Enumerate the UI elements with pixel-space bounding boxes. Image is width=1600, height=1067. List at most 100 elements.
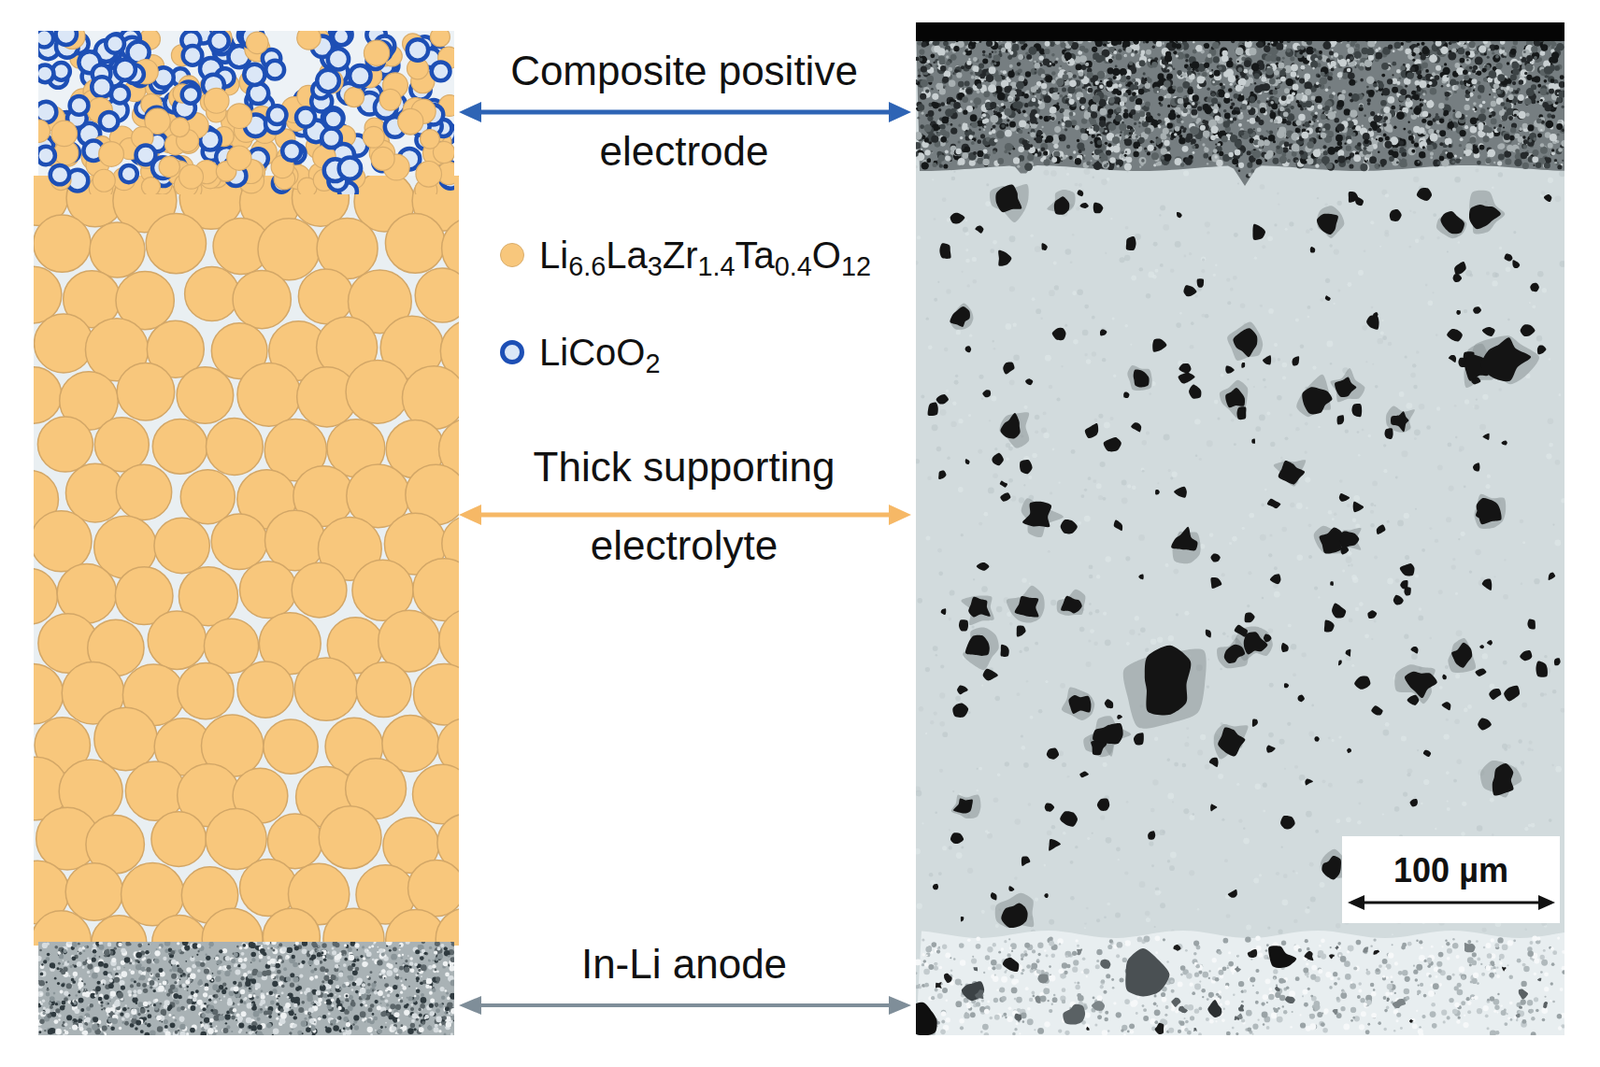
- grain-noise: [1282, 375, 1286, 380]
- anode-speck: [131, 997, 138, 1003]
- composite-particle: [339, 157, 361, 179]
- composite-particle: [92, 169, 115, 192]
- anode-speck: [425, 984, 430, 989]
- anode-speck: [281, 991, 285, 995]
- anode-speck: [311, 955, 317, 961]
- electrolyte-grain: [294, 657, 358, 721]
- anode-speck: [78, 952, 82, 956]
- anode-speck: [277, 945, 281, 949]
- anode-speck: [450, 1008, 457, 1015]
- anode-speck: [132, 989, 137, 994]
- anode-speck: [244, 980, 251, 986]
- anode-speck: [57, 962, 61, 966]
- anode-speck: [245, 1017, 252, 1024]
- anode-speck: [372, 942, 375, 944]
- anode-speck: [250, 952, 257, 958]
- anode-speck: [189, 1028, 196, 1034]
- anode-speck: [237, 1015, 243, 1022]
- anode-speck: [377, 1028, 383, 1034]
- anode-speck: [102, 963, 109, 970]
- electrolyte-grain: [232, 270, 291, 329]
- anode-speck: [161, 946, 164, 949]
- anode-speck: [284, 1011, 286, 1014]
- anode-speck: [285, 957, 288, 960]
- composite-particle: [297, 26, 321, 50]
- anode-speck: [66, 1014, 72, 1021]
- anode-speck: [338, 995, 341, 998]
- anode-speck: [328, 992, 334, 998]
- anode-speck: [152, 976, 157, 981]
- anode-speck: [111, 957, 116, 963]
- anode-speck: [336, 954, 343, 960]
- anode-speck: [154, 958, 160, 965]
- anode-speck: [103, 994, 110, 1000]
- anode-speck: [99, 956, 101, 958]
- anode-speck: [362, 1001, 365, 1004]
- anode-speck: [109, 1000, 112, 1002]
- composite-particle: [91, 76, 113, 98]
- anode-speck: [384, 983, 389, 988]
- anode-speck: [315, 1001, 320, 1006]
- anode-speck: [218, 1020, 221, 1023]
- anode-speck: [192, 998, 198, 1003]
- anode-speck: [411, 1003, 414, 1006]
- anode-speck: [91, 957, 97, 963]
- electrolyte-grain: [37, 416, 93, 472]
- grain-noise: [1273, 591, 1281, 599]
- anode-speck: [98, 997, 103, 1002]
- anode-speck: [392, 985, 398, 990]
- anode-speck: [137, 1001, 143, 1008]
- anode-speck: [420, 997, 428, 1004]
- anode-speck: [258, 955, 264, 960]
- anode-speck: [149, 980, 156, 986]
- anode-speck: [376, 951, 379, 954]
- anode-speck: [270, 1000, 275, 1006]
- anode-speck: [407, 1028, 415, 1035]
- anode-speck: [320, 951, 324, 955]
- anode-speck: [245, 1031, 248, 1034]
- anode-speck: [287, 1011, 291, 1015]
- anode-speck: [210, 1026, 214, 1029]
- anode-speck: [331, 946, 335, 950]
- anode-speck: [131, 961, 135, 965]
- electrolyte-grain: [413, 764, 473, 825]
- anode-speck: [325, 1026, 328, 1029]
- composite-particle: [36, 64, 55, 83]
- anode-speck: [136, 983, 142, 988]
- electrolyte-grain: [30, 511, 92, 572]
- anode-speck: [345, 995, 349, 999]
- anode-speck: [230, 1030, 233, 1033]
- anode-speck: [59, 1005, 65, 1011]
- anode-speck: [100, 1004, 104, 1008]
- anode-speck: [214, 976, 222, 984]
- anode-speck: [421, 1021, 426, 1026]
- anode-speck: [40, 992, 43, 996]
- anode-speck: [378, 972, 382, 976]
- composite-particle: [99, 142, 125, 168]
- anode-speck: [169, 969, 172, 972]
- composite-particle: [170, 117, 190, 138]
- anode-speck: [329, 974, 336, 981]
- anode-speck: [351, 963, 356, 968]
- anode-speck: [424, 952, 428, 956]
- anode-speck: [252, 1031, 255, 1034]
- anode-speck: [412, 1013, 418, 1019]
- anode-speck: [191, 956, 194, 958]
- anode-speck: [179, 1031, 186, 1038]
- anode-speck: [342, 954, 345, 957]
- anode-speck: [86, 959, 92, 965]
- anode-speck: [213, 1000, 217, 1004]
- anode-speck: [82, 991, 87, 997]
- anode-speck: [300, 991, 303, 995]
- anode-speck: [414, 949, 420, 955]
- anode-speck: [179, 1016, 186, 1023]
- composite-particle: [227, 145, 252, 171]
- anode-speck: [216, 970, 222, 975]
- anode-speck: [176, 942, 180, 945]
- anode-speck: [97, 981, 101, 986]
- anode-speck: [266, 992, 270, 996]
- anode-speck: [285, 947, 293, 955]
- electrolyte-grain: [239, 561, 297, 619]
- anode-speck: [78, 998, 85, 1004]
- anode-speck: [155, 999, 159, 1003]
